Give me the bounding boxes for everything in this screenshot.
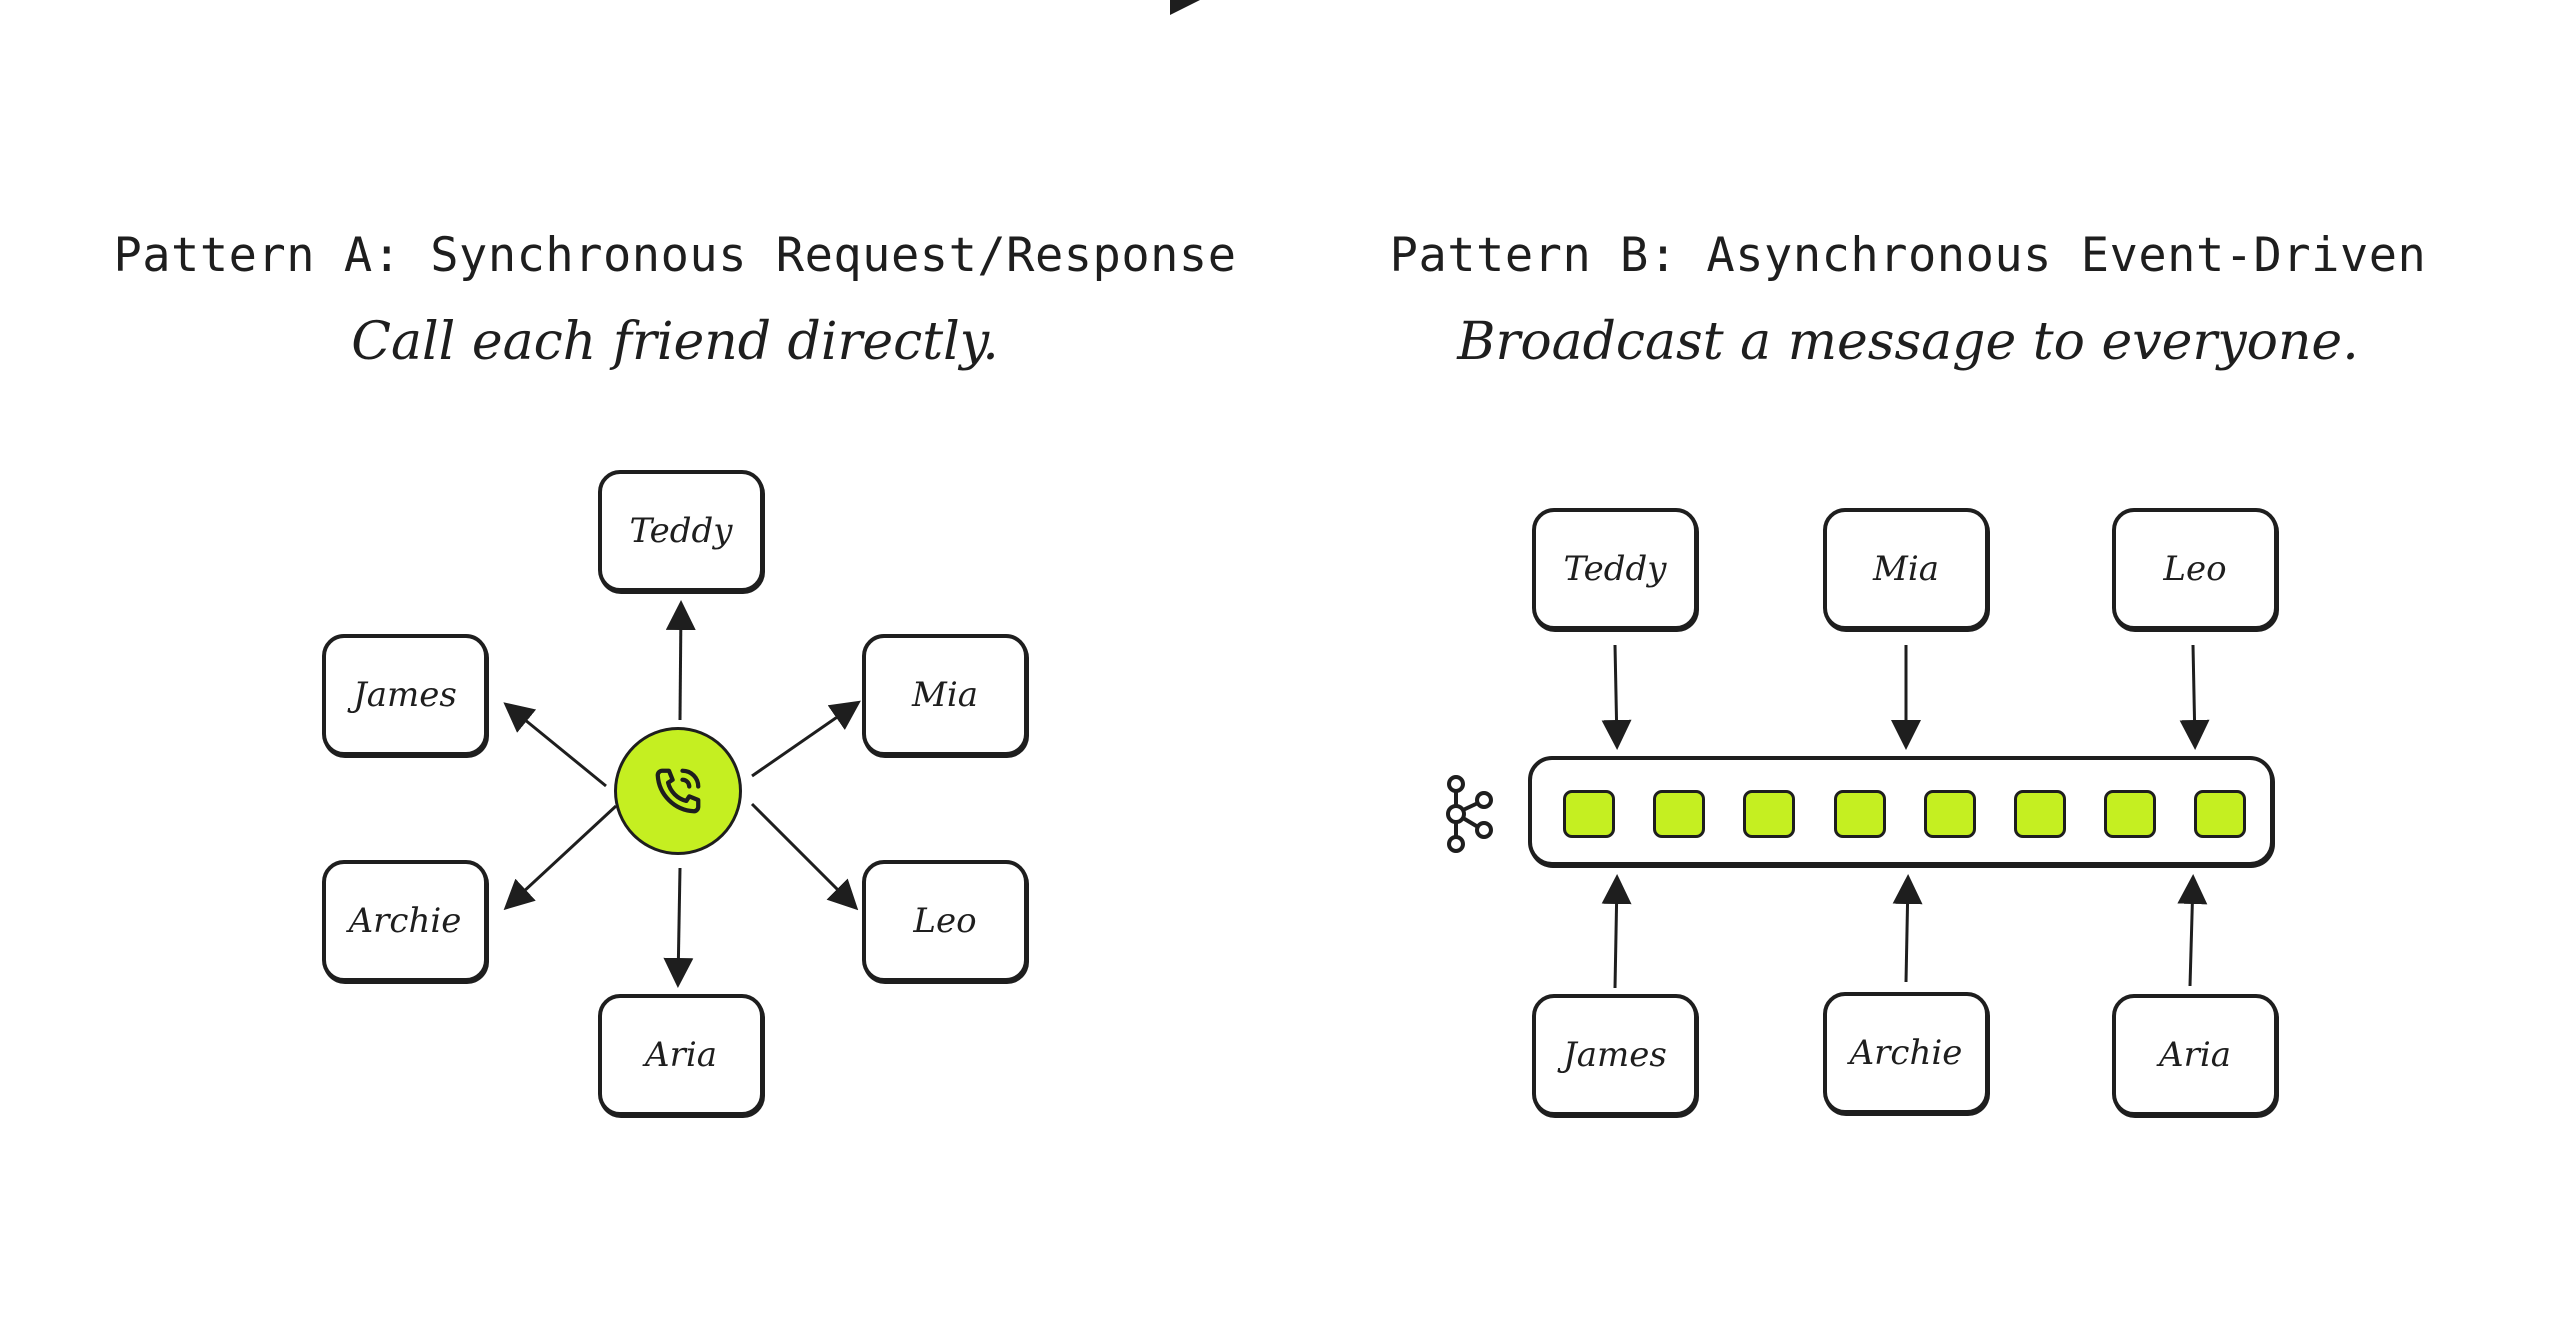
arrow-aria-from-queue xyxy=(2177,874,2208,987)
event-queue xyxy=(1528,756,2274,866)
producer-node-teddy: Teddy xyxy=(1532,508,1698,630)
queue-message xyxy=(1563,790,1615,838)
arrow-james-from-queue xyxy=(1601,874,1632,989)
friend-node-mia: Mia xyxy=(862,634,1028,756)
arrow-to-james xyxy=(503,702,607,788)
consumer-node-james: James xyxy=(1532,994,1698,1116)
arrow-to-mia xyxy=(751,700,861,778)
queue-message xyxy=(2194,790,2246,838)
arrow-to-archie xyxy=(503,804,618,911)
arrow-to-aria xyxy=(663,867,694,988)
friend-node-archie: Archie xyxy=(322,860,488,982)
friend-node-teddy: Teddy xyxy=(598,470,764,592)
pattern-a-subheading: Call each friend directly. xyxy=(351,312,999,372)
queue-message xyxy=(1743,790,1795,838)
pattern-b-heading: Pattern B: Asynchronous Event-Driven xyxy=(1389,228,2427,283)
phone-hub xyxy=(614,727,742,855)
queue-message xyxy=(2014,790,2066,838)
queue-message xyxy=(1924,790,1976,838)
pattern-b-subheading: Broadcast a message to everyone. xyxy=(1457,312,2359,372)
producer-node-leo: Leo xyxy=(2112,508,2278,630)
arrow-to-leo xyxy=(750,802,859,911)
queue-message xyxy=(2104,790,2156,838)
arrow-to-teddy xyxy=(665,600,696,721)
consumer-node-archie: Archie xyxy=(1823,992,1989,1114)
arrow-leo-to-queue-line xyxy=(2179,644,2210,750)
producer-node-mia: Mia xyxy=(1823,508,1989,630)
arrow-teddy-to-queue xyxy=(1601,644,1632,750)
queue-message xyxy=(1653,790,1705,838)
queue-message xyxy=(1834,790,1886,838)
friend-node-leo: Leo xyxy=(862,860,1028,982)
arrow-archie-from-queue xyxy=(1892,874,1923,983)
kafka-icon xyxy=(1446,775,1493,853)
phone-call-icon xyxy=(655,768,701,814)
consumer-node-aria: Aria xyxy=(2112,994,2278,1116)
friend-node-aria: Aria xyxy=(598,994,764,1116)
friend-node-james: James xyxy=(322,634,488,756)
pattern-a-heading: Pattern A: Synchronous Request/Response xyxy=(113,228,1237,283)
